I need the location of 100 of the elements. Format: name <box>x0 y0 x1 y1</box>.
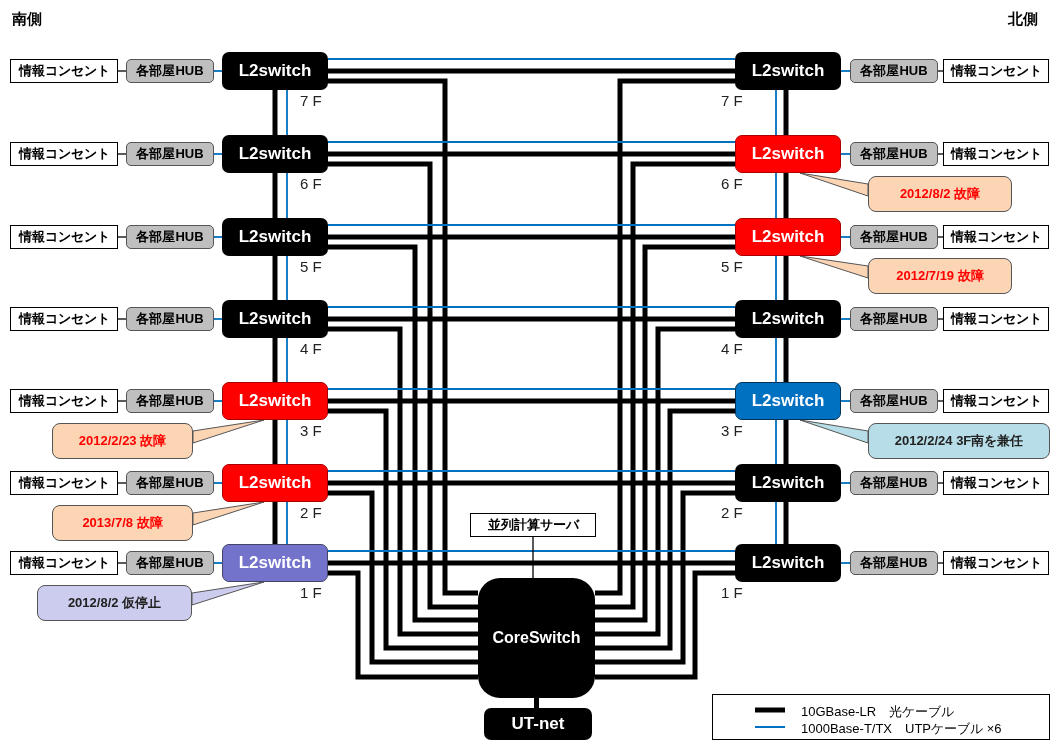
cable-line <box>286 419 288 465</box>
outlet-box: 情報コンセント <box>10 389 118 413</box>
switch-box: L2switch <box>735 135 841 173</box>
hub-box: 各部屋HUB <box>126 307 214 331</box>
switch-box: L2switch <box>735 544 841 582</box>
callout-pointer <box>799 419 869 444</box>
server-box: 並列計算サーバ <box>470 513 596 537</box>
outlet-box: 情報コンセント <box>943 307 1049 331</box>
cable-line <box>328 234 735 240</box>
floor-label: 3 F <box>721 422 743 439</box>
outlet-box: 情報コンセント <box>10 551 118 575</box>
cable-line <box>328 78 478 596</box>
cable-line <box>775 337 777 383</box>
cable-line <box>286 172 288 219</box>
cable-line <box>213 562 223 564</box>
cable-line <box>783 256 789 300</box>
cable-line <box>937 70 944 72</box>
cable-line <box>328 326 478 637</box>
hub-box: 各部屋HUB <box>126 59 214 83</box>
cable-line <box>328 161 478 610</box>
core-switch-box: CoreSwitch <box>478 578 595 698</box>
cable-line <box>117 70 127 72</box>
cable-line <box>117 153 127 155</box>
cable-line <box>840 562 851 564</box>
floor-label: 6 F <box>300 175 322 192</box>
outlet-box: 情報コンセント <box>10 471 118 495</box>
hub-box: 各部屋HUB <box>850 307 938 331</box>
floor-label: 1 F <box>721 584 743 601</box>
cable-line <box>937 482 944 484</box>
cable-line <box>327 550 736 552</box>
cable-line <box>783 502 789 544</box>
cable-line <box>328 398 735 404</box>
outlet-box: 情報コンセント <box>10 59 118 83</box>
cable-line <box>286 255 288 301</box>
cable-line <box>272 338 278 382</box>
cable-line <box>937 562 944 564</box>
outlet-box: 情報コンセント <box>10 142 118 166</box>
cable-line <box>937 236 944 238</box>
switch-box: L2switch <box>222 382 328 420</box>
cable-line <box>327 58 736 60</box>
cable-line <box>117 482 127 484</box>
outlet-box: 情報コンセント <box>943 225 1049 249</box>
switch-box: L2switch <box>735 382 841 420</box>
cable-line <box>840 153 851 155</box>
outlet-box: 情報コンセント <box>943 389 1049 413</box>
switch-box: L2switch <box>735 300 841 338</box>
callout-pointer <box>799 172 869 197</box>
cable-line <box>272 173 278 218</box>
cable-line <box>117 400 127 402</box>
switch-box: L2switch <box>222 464 328 502</box>
callout-pointer <box>799 255 869 279</box>
outlet-box: 情報コンセント <box>943 551 1049 575</box>
cable-line <box>937 400 944 402</box>
cable-line <box>840 318 851 320</box>
cable-line <box>783 420 789 464</box>
hub-box: 各部屋HUB <box>126 471 214 495</box>
floor-label: 5 F <box>300 258 322 275</box>
cable-line <box>595 490 735 665</box>
cable-line <box>213 236 223 238</box>
cable-line <box>117 236 127 238</box>
cable-line <box>272 256 278 300</box>
hub-box: 各部屋HUB <box>850 471 938 495</box>
floor-label: 2 F <box>300 504 322 521</box>
floor-label: 7 F <box>300 92 322 109</box>
outlet-box: 情報コンセント <box>943 142 1049 166</box>
hub-box: 各部屋HUB <box>850 59 938 83</box>
side-heading: 北側 <box>1008 10 1038 29</box>
callout-pointer <box>192 501 265 526</box>
cable-line <box>595 326 735 637</box>
floor-label: 6 F <box>721 175 743 192</box>
cable-line <box>328 490 478 665</box>
callout-pointer <box>192 419 265 444</box>
cable-line <box>840 482 851 484</box>
switch-box: L2switch <box>735 464 841 502</box>
cable-line <box>328 570 478 680</box>
hub-box: 各部屋HUB <box>126 389 214 413</box>
cable-line <box>840 70 851 72</box>
cable-line <box>328 480 735 486</box>
network-box: UT-net <box>484 708 592 740</box>
cable-line <box>213 70 223 72</box>
outlet-box: 情報コンセント <box>10 225 118 249</box>
cable-line <box>775 501 777 545</box>
cable-line <box>840 400 851 402</box>
cable-line <box>272 502 278 544</box>
switch-box: L2switch <box>735 52 841 90</box>
switch-box: L2switch <box>222 300 328 338</box>
hub-box: 各部屋HUB <box>850 225 938 249</box>
cable-line <box>328 560 735 566</box>
cable-line <box>286 337 288 383</box>
cable-line <box>783 338 789 382</box>
hub-box: 各部屋HUB <box>126 142 214 166</box>
cable-line <box>328 244 478 623</box>
cable-line <box>327 141 736 143</box>
switch-box: L2switch <box>735 218 841 256</box>
cable-line <box>286 89 288 136</box>
callout-pointer <box>191 581 265 606</box>
cable-line <box>213 482 223 484</box>
side-heading: 南側 <box>12 10 42 29</box>
cable-line <box>775 89 777 136</box>
floor-label: 5 F <box>721 258 743 275</box>
